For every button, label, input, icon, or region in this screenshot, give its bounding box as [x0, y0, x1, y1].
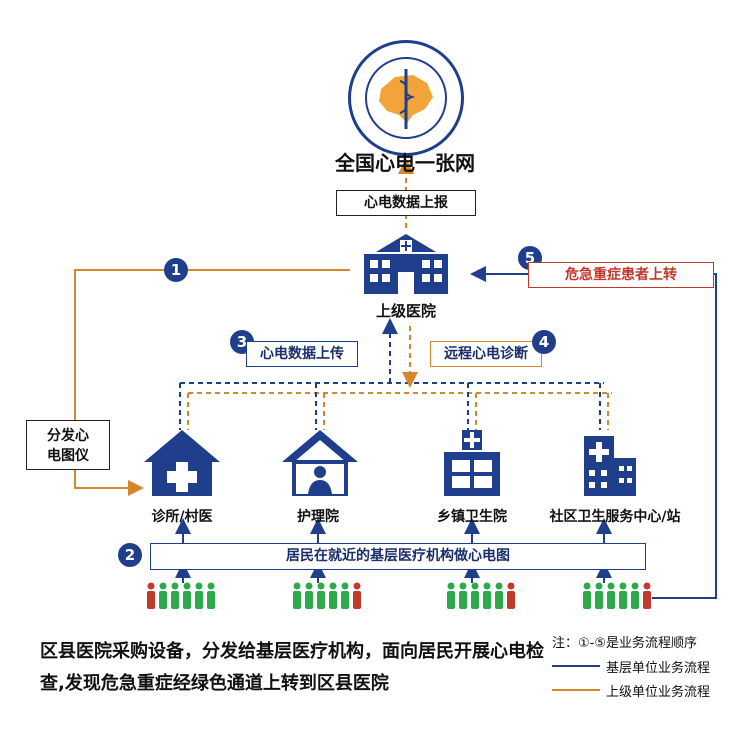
facility-label-clinic: 诊所/村医 [151, 509, 213, 525]
legend-navy-label: 基层单位业务流程 [606, 661, 711, 676]
report-label-box: 心电数据上报 [336, 190, 476, 216]
residents-bar: 居民在就近的基层医疗机构做心电图 [150, 543, 646, 570]
step-4-badge: 4 [532, 330, 556, 354]
hospital-icon [354, 232, 458, 296]
transfer-label-box: 危急重症患者上转 [528, 262, 714, 288]
chest-pain-center-logo [348, 40, 464, 156]
resident-group-4 [582, 582, 652, 610]
step-1-badge: 1 [164, 258, 188, 282]
resident-group-3 [446, 582, 516, 610]
facility-label-community: 社区卫生服务中心/站 [549, 509, 681, 525]
hospital-label: 上级医院 [375, 302, 436, 320]
page-title: 全国心电一张网 [335, 151, 475, 175]
clinic-icon [142, 428, 222, 498]
legend-note: 注：①-⑤是业务流程顺序 [552, 636, 697, 651]
nursing-home-icon [280, 428, 360, 498]
resident-group-1 [146, 582, 216, 610]
distribute-label-box: 分发心 电图仪 [26, 420, 110, 470]
distribute-label: 分发心 电图仪 [47, 428, 89, 464]
description-text: 区县医院采购设备，分发给基层医疗机构，面向居民开展心电检查,发现危急重症经绿色通… [40, 641, 544, 694]
legend-orange-label: 上级单位业务流程 [606, 685, 711, 700]
remote-label-box: 远程心电诊断 [430, 341, 542, 367]
upload-label-box: 心电数据上传 [246, 341, 358, 367]
step-2-badge: 2 [118, 543, 142, 567]
community-health-center-icon [578, 428, 642, 498]
resident-group-2 [292, 582, 362, 610]
township-health-center-icon [440, 428, 504, 498]
facility-label-nursing-home: 护理院 [297, 509, 339, 525]
facility-label-township: 乡镇卫生院 [437, 509, 507, 525]
